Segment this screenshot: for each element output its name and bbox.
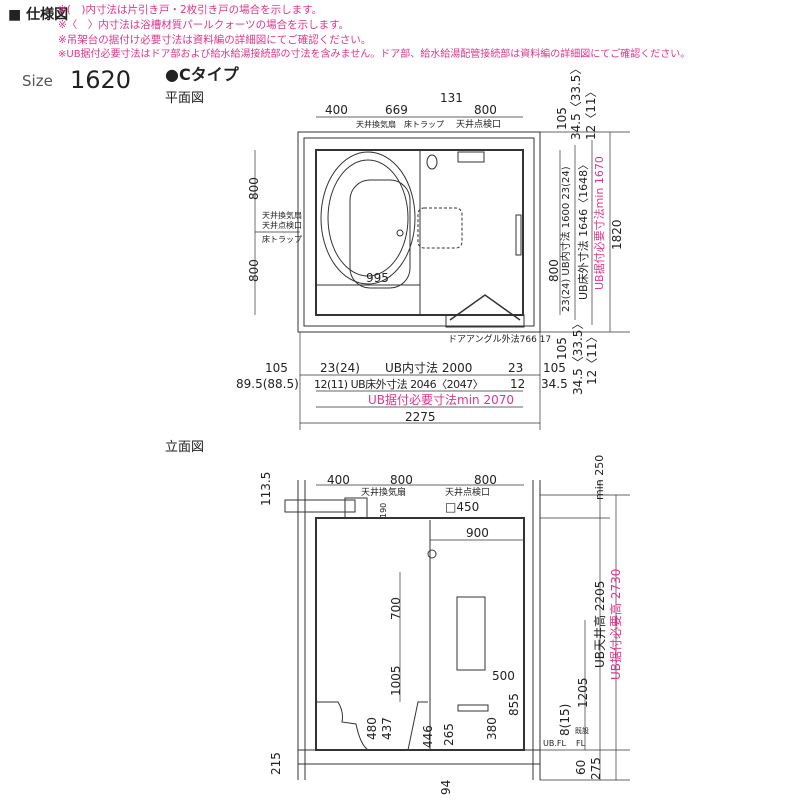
plan-b1-23r: 23	[508, 361, 524, 375]
plan-left-label-1: 天井換気扇	[262, 211, 302, 220]
elev-1005: 1005	[389, 665, 403, 696]
elev-215: 215	[269, 752, 283, 775]
elevation-outline	[284, 480, 541, 780]
plan-rt-105: 105	[555, 107, 569, 130]
plan-b2-345: 34.5	[541, 377, 568, 391]
elev-8-15: 8(15)	[558, 703, 572, 736]
elev-380: 380	[485, 717, 499, 740]
plan-dim-669: 669	[385, 103, 408, 117]
size-value: 1620	[70, 66, 132, 94]
plan-dim-400: 400	[325, 103, 348, 117]
elev-446: 446	[421, 725, 435, 748]
elev-700: 700	[389, 597, 403, 620]
elev-required-height: UB据付必要高 2730	[609, 568, 623, 680]
plan-right-inner: 23(24) UB内寸法 1600 23(24)	[561, 166, 572, 312]
plan-rb-345: 34.5〈33.5〉	[571, 317, 585, 395]
elev-190: 190	[379, 502, 388, 518]
elev-900: 900	[466, 526, 489, 540]
plan-rb-12: 12〈11〉	[585, 330, 599, 385]
note-2: ※〈 〉内寸法は浴槽材質パールクォーツの場合を示します。	[58, 19, 350, 31]
plan-left-800-1: 800	[247, 177, 261, 200]
plan-rt-345: 34.5〈33.5〉	[569, 62, 583, 140]
elev-855: 855	[507, 693, 521, 716]
plan-dim-800: 800	[474, 103, 497, 117]
plan-left-800-2: 800	[247, 259, 261, 282]
hatch-label: 天井点検口	[445, 488, 491, 498]
elev-60: 60	[574, 759, 588, 775]
plan-right-total: 1820	[610, 219, 624, 250]
plan-rb-105: 105	[555, 337, 569, 360]
elev-dim-400: 400	[327, 473, 350, 487]
plan-left-label-2: 天井点検口	[262, 221, 302, 230]
type-label: ●Cタイプ	[165, 65, 239, 84]
existing-label: 既設	[575, 727, 589, 735]
note-1: ※( )内寸法は片引き戸・2枚引き戸の場合を示します。	[58, 4, 323, 16]
size-label: Size	[22, 72, 53, 90]
elev-min250: min 250	[593, 454, 606, 500]
elev-dim-800a: 800	[390, 473, 413, 487]
plan-title: 平面図	[165, 91, 205, 106]
elev-dim-800b: 800	[474, 473, 497, 487]
plan-dimension-lines	[254, 116, 630, 430]
plan-b1-105: 105	[265, 361, 288, 375]
elev-480: 480	[365, 717, 379, 740]
plan-dim-131: 131	[440, 91, 463, 105]
plan-ub-floor: 12(11) UB床外寸法 2046〈2047〉	[314, 378, 484, 391]
spec-title: ■ 仕様図	[8, 7, 69, 23]
elev-94: 94	[439, 779, 453, 795]
plan-b1-105r: 105	[543, 361, 566, 375]
plan-ub-inner: UB内寸法 2000	[385, 361, 473, 375]
plan-rt-12: 12〈11〉	[584, 85, 598, 140]
plan-right-800: 800	[547, 259, 561, 282]
ub-fl-label: UB.FL	[543, 739, 566, 748]
note-3: ※吊架台の据付け必要寸法は資料編の詳細図にてご確認ください。	[58, 34, 372, 46]
elev-ceiling-height: UB天井高 2205	[593, 580, 607, 668]
plan-top-label-1: 天井換気扇 床トラップ	[356, 120, 444, 129]
elev-437: 437	[380, 717, 394, 740]
elev-500: 500	[492, 669, 515, 683]
elevation-title: 立面図	[165, 440, 205, 455]
fl-label: FL	[576, 739, 586, 748]
tub-width: 995	[366, 271, 389, 285]
elevation-dimension-lines	[316, 480, 630, 781]
elev-1205: 1205	[576, 677, 590, 708]
elev-265: 265	[442, 723, 456, 746]
elev-1135: 113.5	[259, 471, 273, 506]
plan-left-label-3: 床トラップ	[262, 235, 302, 244]
plan-b1-23: 23(24)	[320, 361, 360, 375]
elev-275: 275	[589, 757, 603, 780]
plan-top-label-2: 天井点検口	[456, 120, 502, 130]
plan-total-width: 2275	[405, 410, 436, 424]
plan-right-required: UB据付必要寸法min 1670	[593, 156, 606, 290]
plan-required-width: UB据付必要寸法min 2070	[368, 393, 514, 407]
plan-b2-895: 89.5(88.5)	[236, 377, 299, 391]
plan-b2-12: 12	[510, 377, 526, 391]
note-4: ※UB据付必要寸法はドア部および給水給湯接続部の寸法を含みません。ドア部、給水給…	[58, 49, 691, 60]
hatch-size: □450	[445, 500, 480, 514]
fan-label: 天井換気扇	[361, 488, 407, 498]
door-angle-dim: ドアアングル外法766 17	[448, 335, 552, 345]
plan-outline	[297, 131, 541, 333]
plan-right-floor: UB床外寸法 1646〈1648〉	[577, 158, 590, 300]
